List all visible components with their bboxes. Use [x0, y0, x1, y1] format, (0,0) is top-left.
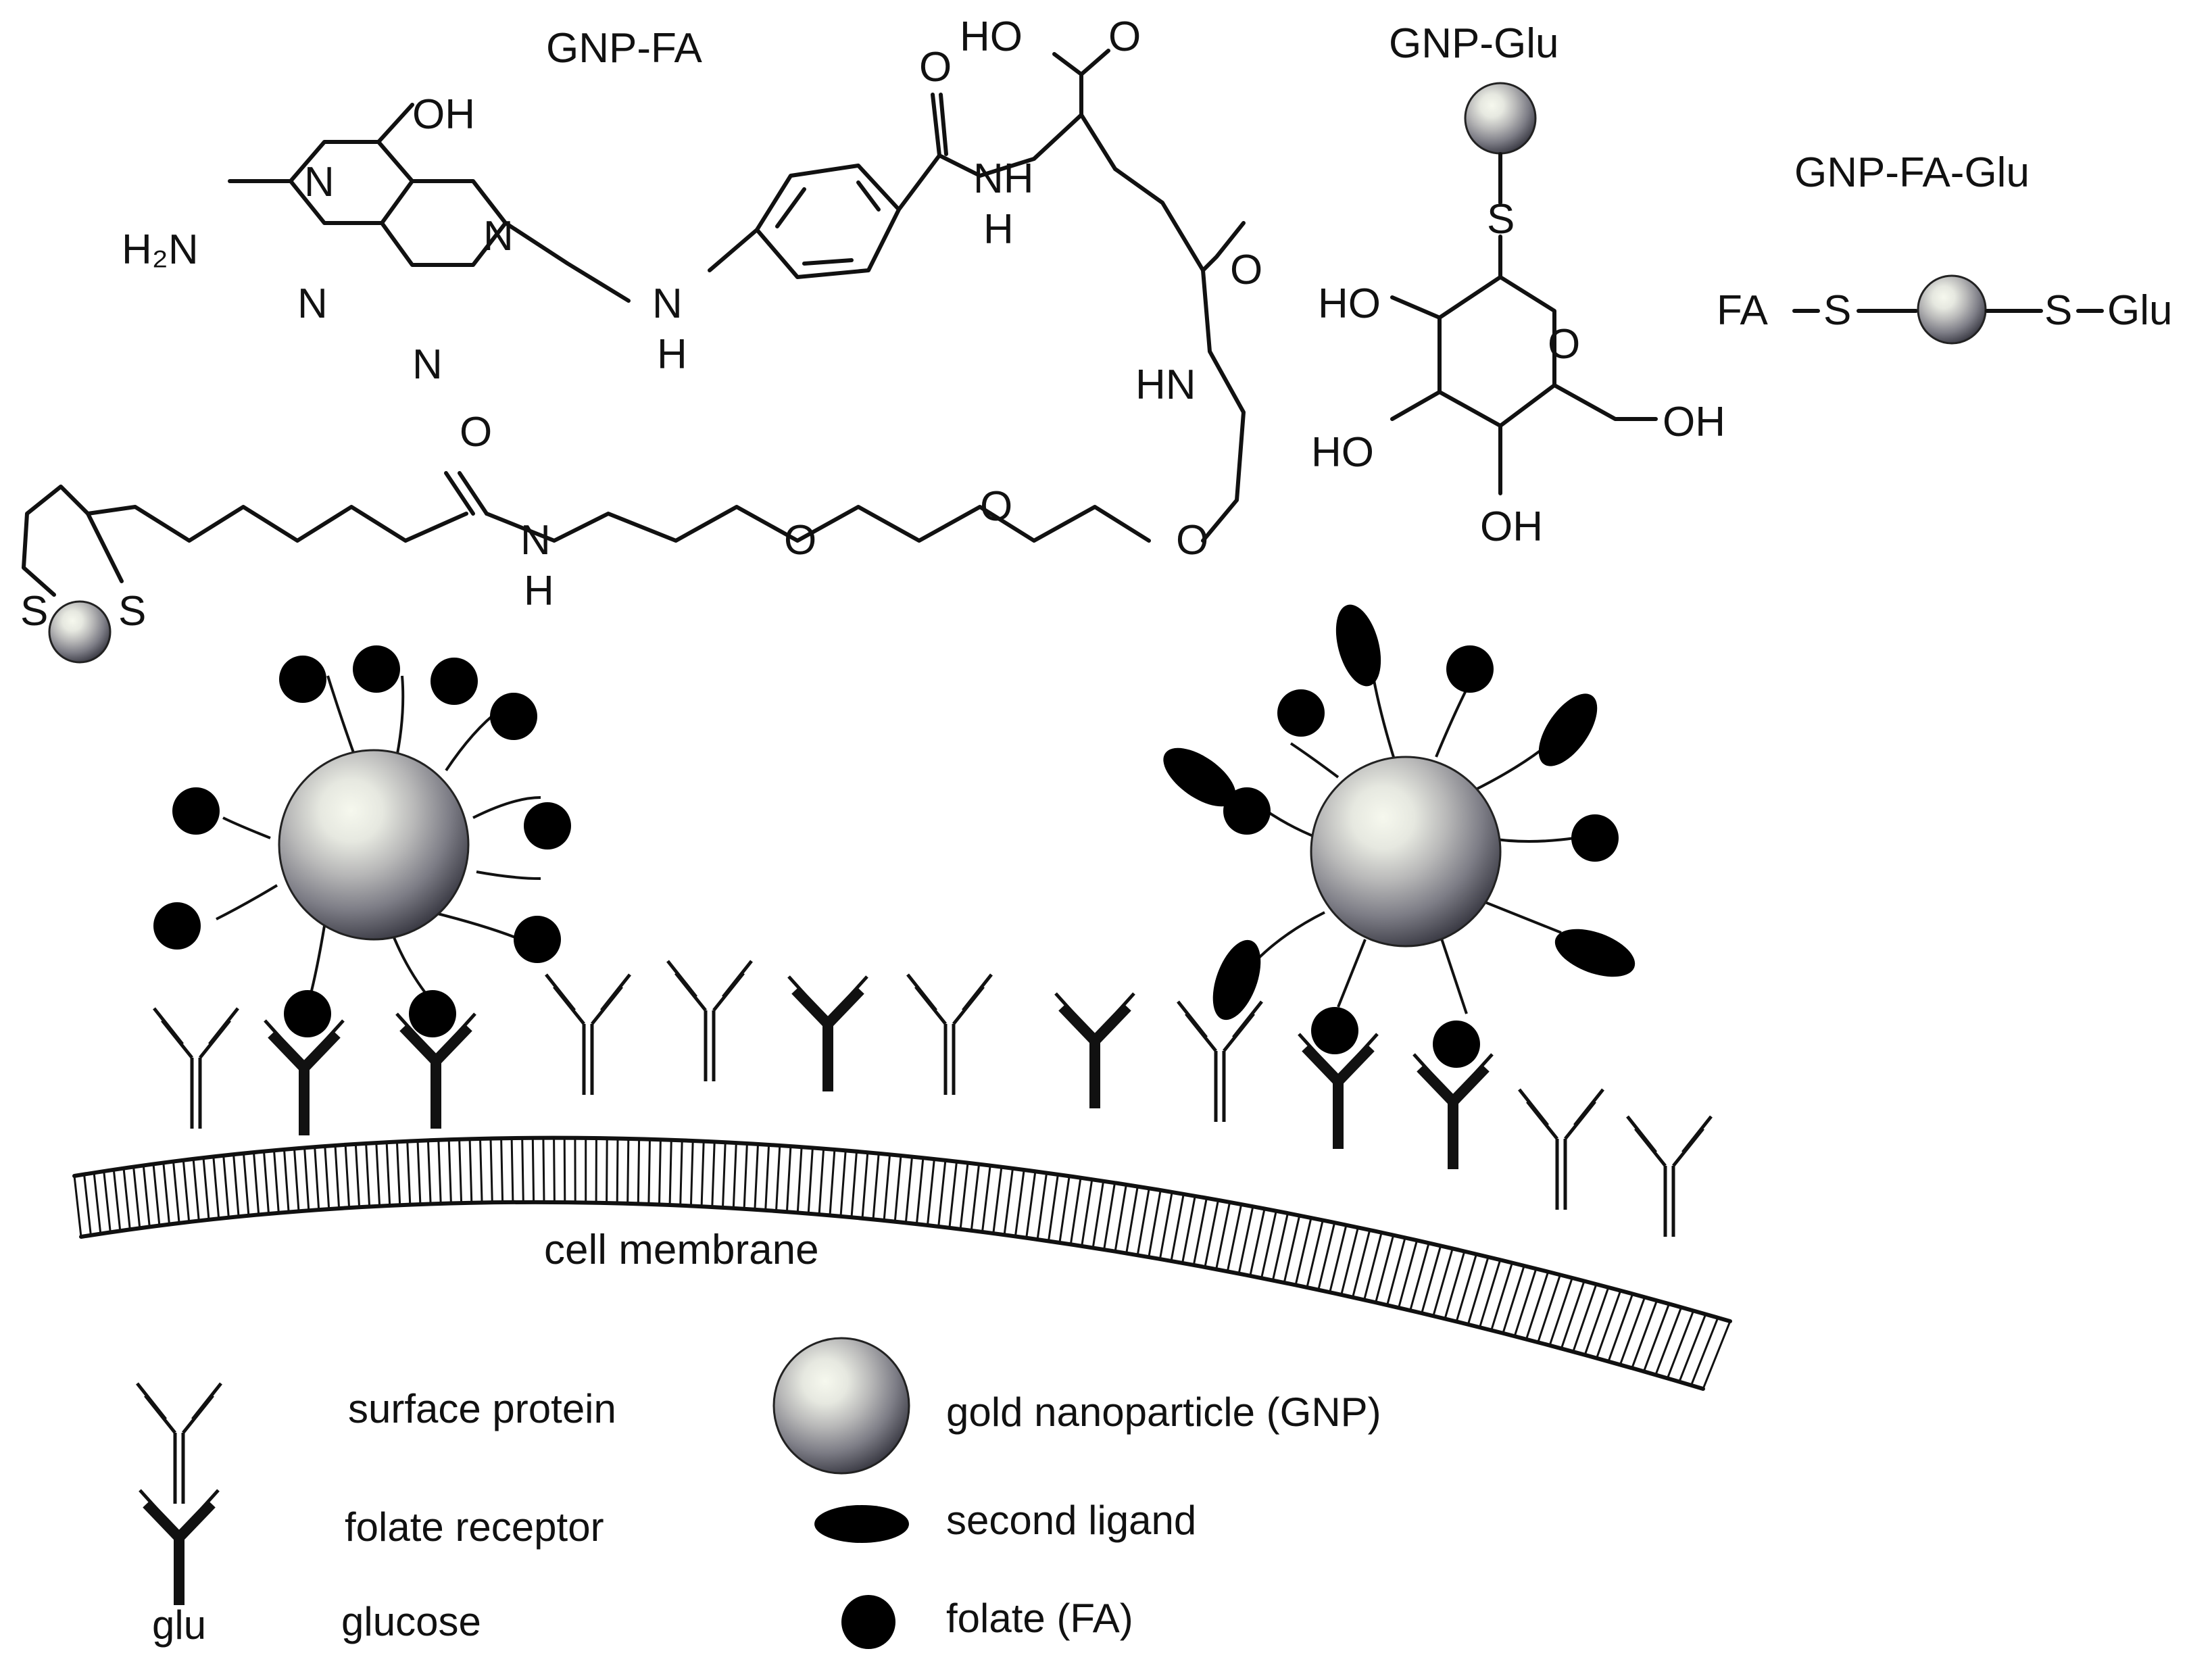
gnp-large-right	[1310, 756, 1502, 948]
atom-o-amide2: O	[1230, 247, 1262, 293]
title-gnp-glu: GNP-Glu	[1389, 20, 1558, 67]
membrane-label: cell membrane	[544, 1227, 819, 1273]
folate-ligand	[524, 802, 571, 850]
legend-folate-receptor-label: folate receptor	[345, 1504, 604, 1550]
atom-s-2: S	[118, 588, 146, 635]
atom-n-amine: N	[652, 280, 683, 327]
gnp-small-glu	[1464, 82, 1537, 155]
scheme-s-right: S	[2044, 287, 2072, 334]
scheme-glu: Glu	[2107, 287, 2172, 334]
atom-oh-top: OH	[412, 91, 475, 138]
atom-n-lipoyl: N	[520, 517, 551, 564]
atom-oh-ch2: OH	[1663, 399, 1725, 445]
legend-surface-protein-icon	[137, 1383, 221, 1504]
atom-h-amide: H	[983, 206, 1014, 253]
folate-ligand	[1311, 1007, 1358, 1054]
legend: surface protein folate receptor glu gluc…	[137, 1337, 1381, 1649]
atom-s-glu: S	[1487, 196, 1515, 243]
atom-ho-1: HO	[1318, 280, 1381, 327]
atom-o-lipoyl: O	[460, 409, 492, 456]
folate-ligand	[514, 916, 561, 963]
legend-surface-protein-label: surface protein	[348, 1386, 616, 1431]
atom-n-4: N	[412, 341, 443, 388]
gnp-small-scheme	[1917, 274, 1987, 345]
scheme-s-left: S	[1823, 287, 1851, 334]
atom-ho-acid: HO	[960, 14, 1023, 60]
atom-o-ring: O	[1548, 321, 1580, 368]
surface-protein	[1627, 1116, 1711, 1237]
gnp-large-left	[278, 749, 470, 941]
atom-o-peg-2: O	[980, 483, 1012, 530]
gnp-folate-glucose-conjugate	[1163, 604, 1636, 1068]
atom-h2n: H₂N	[122, 226, 199, 273]
atom-hn-link: HN	[1135, 362, 1196, 408]
legend-folate-icon	[841, 1595, 895, 1649]
folate-ligand	[490, 693, 537, 740]
atom-oh-bottom: OH	[1480, 503, 1543, 550]
folate-ligand	[1571, 814, 1619, 862]
folate-ligand	[353, 645, 400, 693]
folate-receptor	[265, 1021, 343, 1135]
second-ligand	[1554, 929, 1636, 977]
atom-h-lipoyl: H	[524, 568, 554, 614]
second-ligand	[1538, 693, 1598, 766]
scheme-fa: FA	[1717, 287, 1768, 334]
atom-o-amide: O	[919, 44, 952, 91]
legend-glucose-label: glucose	[341, 1599, 481, 1644]
folate-ligand	[153, 902, 201, 950]
surface-protein	[668, 961, 752, 1081]
atom-s-1: S	[20, 588, 48, 635]
folate-ligand	[409, 990, 456, 1037]
legend-second-ligand-label: second ligand	[946, 1498, 1196, 1543]
legend-second-ligand-icon	[814, 1505, 909, 1543]
surface-protein	[908, 975, 991, 1095]
gnp-folate-conjugate	[153, 645, 571, 1037]
surface-protein	[154, 1008, 238, 1129]
surface-protein	[1178, 1002, 1262, 1122]
cell-membrane	[72, 1135, 1732, 1391]
atom-n-1: N	[304, 159, 335, 205]
legend-folate-receptor-icon	[140, 1490, 218, 1605]
atom-ho-2: HO	[1311, 429, 1374, 476]
folate-ligand	[1223, 787, 1271, 835]
gnp-glu-structure: S O HO HO OH OH	[1311, 82, 1725, 550]
second-ligand	[1335, 604, 1381, 687]
folate-receptor	[789, 977, 867, 1091]
legend-glu-symbol: glu	[152, 1602, 206, 1648]
folate-receptor	[1414, 1054, 1492, 1169]
atom-o-peg-3: O	[784, 517, 816, 564]
folate-ligand	[431, 658, 478, 705]
folate-ligand	[1433, 1021, 1480, 1068]
folate-ligand	[279, 656, 326, 703]
legend-gnp-label: gold nanoparticle (GNP)	[946, 1390, 1381, 1435]
folate-ligand	[172, 787, 220, 835]
gnp-fa-structure: OH N H₂N N N N N H O HO O NH H O HN O O …	[20, 14, 1262, 664]
folate-ligand	[1446, 645, 1494, 693]
legend-gnp-icon	[772, 1337, 910, 1475]
folate-ligand	[1277, 689, 1325, 737]
second-ligand	[1163, 747, 1236, 807]
surface-protein	[546, 975, 630, 1095]
atom-h-amine: H	[657, 331, 687, 378]
atom-nh-amide: NH	[973, 155, 1034, 202]
title-gnp-fa: GNP-FA	[546, 25, 702, 72]
folate-ligand	[284, 990, 331, 1037]
atom-o-acid: O	[1108, 14, 1141, 60]
title-gnp-fa-glu: GNP-FA-Glu	[1794, 149, 2030, 196]
gnp-small-fa	[48, 600, 112, 664]
receptor-layer	[154, 961, 1711, 1237]
second-ligand	[1212, 939, 1261, 1021]
atom-o-peg-1: O	[1176, 517, 1208, 564]
folate-receptor	[1056, 993, 1134, 1108]
legend-folate-label: folate (FA)	[946, 1596, 1133, 1641]
surface-protein	[1519, 1089, 1603, 1210]
atom-n-2: N	[297, 280, 328, 327]
atom-n-3: N	[483, 213, 514, 260]
gnp-fa-glu-scheme: FA S S Glu	[1717, 274, 2172, 345]
